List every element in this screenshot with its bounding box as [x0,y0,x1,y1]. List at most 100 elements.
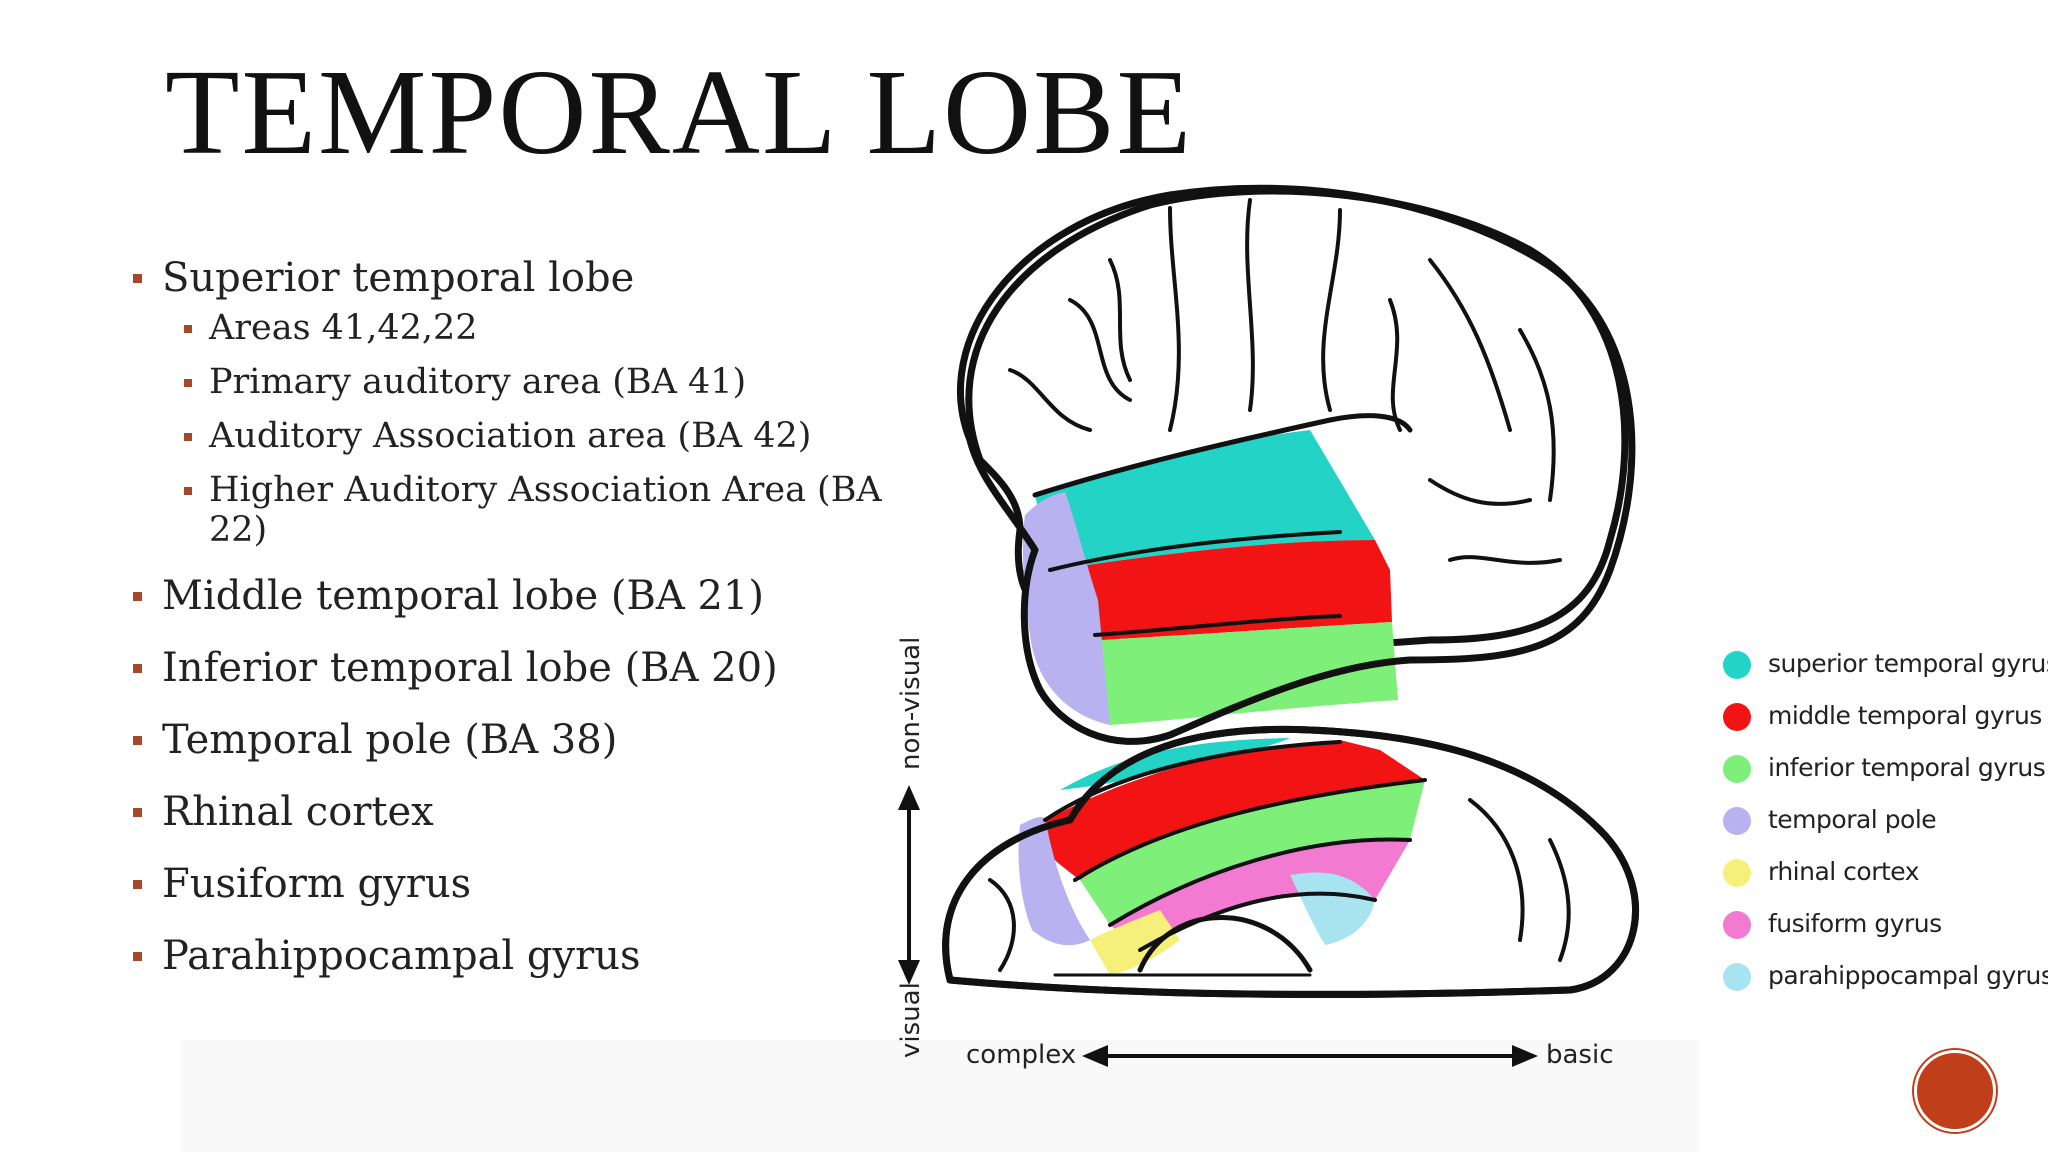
sulcus-9 [1008,368,1092,432]
color-dot-icon [1723,755,1751,783]
sulcus-5 [1321,208,1342,412]
legend-item: fusiform gyrus [1720,905,2048,957]
sub-bullet-item: Higher Auditory Association Area (BA 22) [162,470,890,550]
bullet-text: Inferior temporal lobe (BA 20) [162,645,778,691]
sub-bullet-item: Auditory Association area (BA 42) [162,416,890,456]
lateral-main-outline [957,184,1636,745]
bullet-text: Temporal pole (BA 38) [162,717,618,763]
legend-label: superior temporal gyrus [1768,649,2048,678]
sub-bullet-item: Areas 41,42,22 [162,308,890,348]
sub-bullet-text: Areas 41,42,22 [209,308,478,348]
slide-title: TEMPORAL LOBE [165,45,1193,180]
x-axis-left-label: complex [966,1040,1077,1070]
square-bullet-icon [184,325,192,333]
legend-item: inferior temporal gyrus [1720,749,2048,801]
sulcus-3 [1168,206,1181,432]
legend-item: parahippocampal gyrus [1720,957,2048,1009]
bullet-item: Middle temporal lobe (BA 21) [130,570,890,622]
bullet-item: Inferior temporal lobe (BA 20) [130,642,890,694]
axis-arrows [898,785,1538,1067]
square-bullet-icon [184,487,192,495]
sulcus-1 [1048,530,1342,572]
sulcus-2 [1093,614,1342,637]
x-axis-right-label: basic [1546,1040,1614,1070]
legend-label: parahippocampal gyrus [1768,961,2048,990]
bullet-text: Fusiform gyrus [162,861,472,907]
square-bullet-icon [184,379,192,387]
y-axis-bottom-label: visual [896,982,926,1058]
left-arrowhead-icon [1082,1045,1108,1067]
sulcus-6 [1068,298,1132,402]
bullet-list: Superior temporal lobe Areas 41,42,22 Pr… [130,252,890,1002]
bullet-text: Parahippocampal gyrus [162,933,641,979]
ventral-brain-view [942,725,1639,998]
sub-bullet-text: Auditory Association area (BA 42) [209,416,812,456]
legend-label: middle temporal gyrus [1768,701,2042,730]
color-dot-icon [1723,859,1751,887]
right-arrowhead-icon [1512,1045,1538,1067]
brain-figure [898,184,1639,1067]
inferior-temporal-band [1080,780,1425,925]
color-dot-icon [1723,703,1751,731]
temporal-pole-band [1018,817,1090,946]
sulcus-8 [1518,328,1556,502]
sulcus-4 [1245,198,1255,412]
ventral-outline-stroke [942,725,1639,998]
legend-item: rhinal cortex [1720,853,2048,905]
sulcus-11 [1448,555,1562,565]
square-bullet-icon [133,274,142,283]
square-bullet-icon [184,433,192,441]
color-dot-icon [1723,911,1751,939]
lateral-brain-view [957,184,1636,745]
square-bullet-icon [133,736,142,745]
bullet-item: Temporal pole (BA 38) [130,714,890,766]
ventral-sulcus-7 [988,878,1016,972]
legend-label: fusiform gyrus [1768,909,1942,938]
bullet-text: Middle temporal lobe (BA 21) [162,573,764,619]
ventral-sulcus-1 [1043,740,1342,822]
sulcus-7 [1428,258,1512,432]
legend-label: rhinal cortex [1768,857,1920,886]
legend-label: inferior temporal gyrus [1768,753,2046,782]
temporal-pole-region [1022,492,1110,725]
square-bullet-icon [133,592,142,601]
middle-temporal-band [1030,740,1425,880]
sub-bullet-item: Primary auditory area (BA 41) [162,362,890,402]
legend-label: temporal pole [1768,805,1937,834]
down-arrowhead-icon [898,960,920,985]
inferior-temporal-region [1100,622,1398,725]
sulcus-10 [1428,478,1532,506]
middle-temporal-region [1055,540,1392,640]
legend-item: middle temporal gyrus [1720,697,2048,749]
ventral-sulcus-3 [1108,837,1412,927]
color-dot-icon [1723,963,1751,991]
square-bullet-icon [133,952,142,961]
square-bullet-icon [133,880,142,889]
rhinal-band [1090,910,1180,975]
ventral-sulcus-5 [1468,798,1525,942]
legend: superior temporal gyrus middle temporal … [1720,645,2048,1009]
bullet-item: Parahippocampal gyrus [130,930,890,982]
square-bullet-icon [133,808,142,817]
legend-item: superior temporal gyrus [1720,645,2048,697]
bullet-item: Rhinal cortex [130,786,890,838]
color-dot-icon [1723,807,1751,835]
ventral-sulcus-2 [1073,778,1427,882]
parahippocampal-band [1290,872,1375,945]
sub-bullet-list: Areas 41,42,22 Primary auditory area (BA… [162,308,890,550]
bullet-text: Superior temporal lobe [162,255,635,301]
square-bullet-icon [133,664,142,673]
sylvian-fissure [1032,413,1413,498]
bullet-item: Superior temporal lobe Areas 41,42,22 Pr… [130,252,890,550]
y-axis-top-label: non-visual [896,636,926,770]
bullet-text: Rhinal cortex [162,789,434,835]
sulcus-13 [1388,298,1402,432]
sub-bullet-text: Higher Auditory Association Area (BA 22) [209,470,882,550]
color-dot-icon [1723,651,1751,679]
up-arrowhead-icon [898,785,920,810]
bullet-item: Fusiform gyrus [130,858,890,910]
sulcus-12 [1108,258,1132,382]
legend-item: temporal pole [1720,801,2048,853]
slide-badge-icon [1914,1050,1996,1132]
figure-shadow [180,1040,1700,1152]
